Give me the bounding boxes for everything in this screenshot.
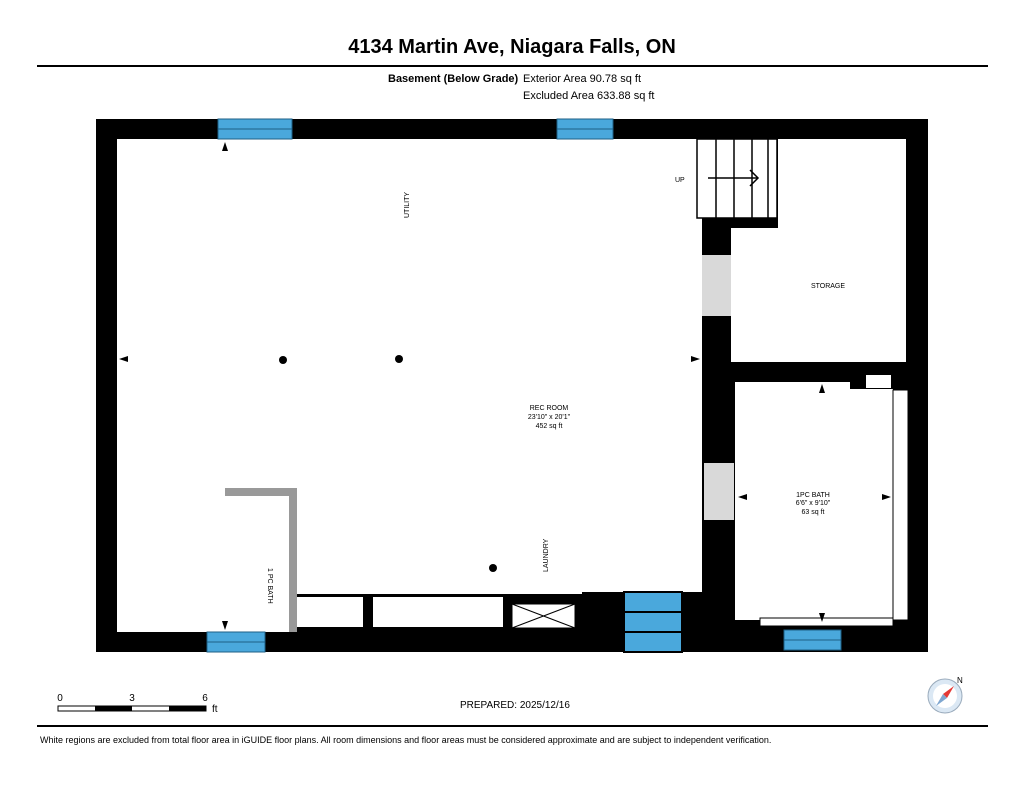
dimension-arrow — [119, 142, 891, 630]
room-label-side-bath: 1 PC BATH — [266, 568, 273, 604]
scale-tick: 3 — [129, 693, 135, 704]
cabinet — [373, 597, 503, 627]
excluded-area: Excluded Area 633.88 sq ft — [523, 90, 655, 102]
footer-divider — [37, 725, 988, 727]
scale-tick: 6 — [202, 693, 208, 704]
title-divider — [37, 65, 988, 67]
room-label-bath: 1PC BATH — [796, 492, 830, 499]
rec-room-floor — [117, 139, 702, 632]
bath-dims: 6'6" x 9'10" — [796, 500, 831, 507]
room-label-storage: STORAGE — [811, 283, 845, 290]
bath-area: 63 sq ft — [802, 509, 825, 516]
bath-floor-bottom — [759, 617, 894, 627]
scale-tick: 0 — [57, 693, 63, 704]
room-label-laundry: LAUNDRY — [543, 538, 550, 572]
level-label: Basement (Below Grade) — [388, 73, 519, 85]
door-storage[interactable] — [702, 255, 731, 316]
bath-floor-top — [735, 382, 850, 392]
stairs — [696, 138, 778, 219]
bath-vent — [866, 375, 891, 388]
window — [206, 118, 842, 653]
cabinet — [297, 597, 363, 627]
compass-icon: N — [927, 676, 963, 714]
prepared-date: PREPARED: 2025/12/16 — [460, 700, 570, 711]
room-label-utility: UTILITY — [404, 192, 411, 218]
bath-fixture — [892, 389, 909, 621]
disclaimer: White regions are excluded from total fl… — [40, 735, 772, 745]
laundry-appliance — [511, 603, 576, 629]
window-stack — [623, 591, 683, 653]
scale-bar: 0 3 6 ft — [57, 693, 218, 715]
bath-floor — [735, 389, 893, 620]
rec-room-area: 452 sq ft — [536, 423, 563, 430]
page-title: 4134 Martin Ave, Niagara Falls, ON — [348, 36, 676, 58]
partial-wall — [225, 488, 297, 632]
scale-unit: ft — [212, 704, 218, 715]
compass-north: N — [957, 676, 963, 685]
door-bath[interactable] — [704, 463, 734, 520]
ceiling-post — [279, 355, 497, 572]
room-label-rec-room: REC ROOM — [530, 405, 569, 412]
storage-floor-lower — [731, 228, 906, 362]
stairs-up-label: UP — [675, 177, 685, 184]
rec-room-dims: 23'10" x 20'1" — [528, 414, 571, 421]
exterior-area: Exterior Area 90.78 sq ft — [523, 73, 642, 85]
